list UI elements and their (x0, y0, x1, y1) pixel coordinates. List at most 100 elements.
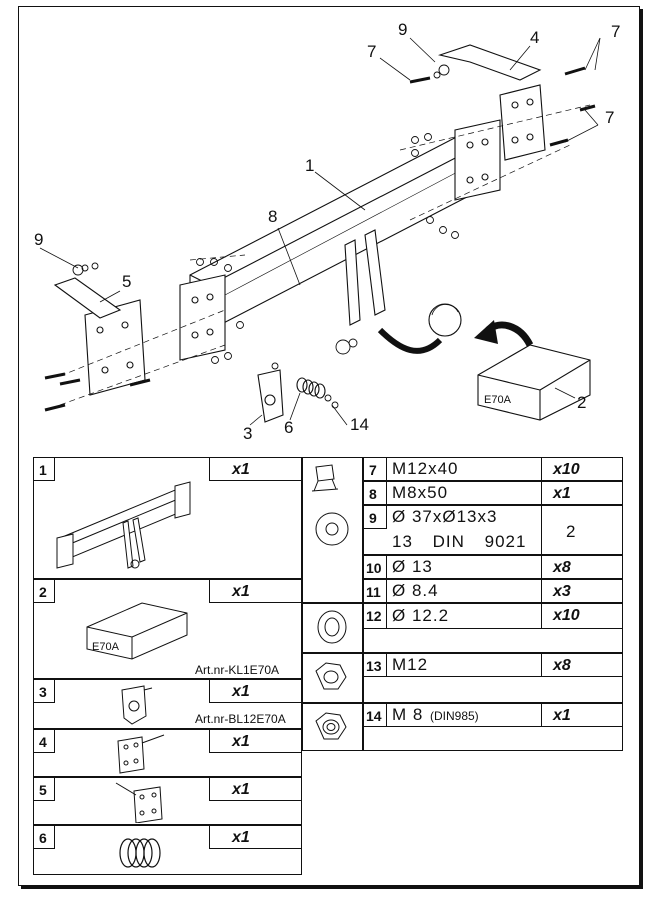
qty-cell (209, 679, 302, 703)
part-quantity: x1 (232, 461, 250, 478)
part-row-2 (33, 579, 302, 679)
hw-icon-cell-lockwasher (302, 603, 363, 653)
hw-qty-cell (541, 653, 623, 677)
hw-num-cell (363, 481, 387, 505)
callout-8: 8 (268, 207, 278, 226)
callout-6: 6 (284, 418, 294, 437)
part-quantity: x1 (232, 583, 250, 600)
part-quantity: x1 (232, 781, 250, 798)
hw-number: 8 (369, 486, 377, 502)
qty-cell (209, 729, 302, 753)
hw-number: 13 (366, 658, 382, 674)
hw-qty-cell (541, 579, 623, 603)
hw-qty-cell (541, 457, 623, 481)
qty-cell (209, 825, 302, 849)
hw-row-13-extension (363, 677, 623, 703)
hw-num-cell (363, 555, 387, 579)
hw-number: 11 (366, 584, 381, 600)
hw-number: 12 (366, 608, 382, 624)
box-thumbnail: E70A (86, 602, 188, 660)
part-number: 5 (39, 782, 47, 798)
part-row-4 (33, 729, 302, 777)
hw-spec: Ø 37xØ13x3 (392, 507, 498, 526)
hw-spec: Ø 8.4 (392, 581, 439, 600)
part-number: 3 (39, 684, 47, 700)
hw-quantity: x10 (553, 461, 580, 478)
art-number-1: Art.nr-KL1E70A (195, 663, 280, 677)
hw-num-cell (363, 457, 387, 481)
callout-7-right: 7 (605, 108, 615, 127)
hw-icon-cell-locknut (302, 703, 363, 751)
part-num-cell (33, 579, 55, 603)
hw-qty-cell (541, 481, 623, 505)
hw-num-cell (363, 505, 387, 529)
hw-quantity: x10 (553, 607, 580, 624)
qty-cell (209, 579, 302, 603)
callout-7-top-right: 7 (611, 22, 621, 41)
part-num-cell (33, 777, 55, 801)
hw-number: 14 (366, 708, 382, 724)
callout-14: 14 (350, 415, 369, 434)
crossbar (189, 129, 491, 331)
hw-spec: M12x40 (392, 459, 459, 478)
part-row-3 (33, 679, 302, 729)
hw-quantity: x8 (553, 657, 571, 674)
hw-quantity: x1 (553, 485, 571, 502)
hw-row-14-extension (363, 727, 623, 751)
hw-qty-cell (541, 603, 623, 629)
hw-qty-cell (541, 505, 623, 555)
part-number: 6 (39, 830, 47, 846)
part-num-cell (33, 825, 55, 849)
callout-3: 3 (243, 424, 253, 443)
part-number: 4 (39, 734, 47, 750)
hw-quantity: x8 (553, 559, 571, 576)
part-row-5 (33, 777, 302, 825)
callout-9-left: 9 (34, 230, 44, 249)
hw-spec: M12 (392, 655, 429, 674)
part-quantity: x1 (232, 683, 250, 700)
bracket-5-thumbnail (115, 782, 163, 823)
hw-spec: Ø 12.2 (392, 606, 450, 625)
hw-quantity: x3 (553, 583, 571, 600)
hw-spec: M 8 (392, 705, 424, 724)
callout-4: 4 (530, 28, 540, 47)
part-num-cell (33, 729, 55, 753)
hw-qty-cell (541, 703, 623, 727)
hw-spec: Ø 13 (392, 557, 433, 576)
part-num-cell (33, 679, 55, 703)
bracket-4-thumbnail (117, 734, 165, 774)
part-quantity: x1 (232, 733, 250, 750)
hw-num-cell (363, 579, 387, 603)
hw-num-cell (363, 703, 387, 727)
part-row-1 (33, 457, 302, 579)
callout-7-top: 7 (367, 42, 377, 61)
crossbar-thumbnail (56, 481, 191, 569)
box-label: E70A (92, 641, 120, 653)
spring-thumbnail (119, 838, 161, 868)
qty-cell (209, 457, 302, 481)
hw-spec-line2: 13 DIN 9021 (392, 532, 527, 551)
hw-number: 7 (369, 462, 377, 478)
washers-nuts (72, 64, 459, 409)
hw-qty-cell (541, 555, 623, 579)
callout-9-top: 9 (398, 20, 408, 39)
part-number: 2 (39, 584, 47, 600)
hw-spec-note: (DIN985) (430, 709, 479, 723)
hw-num-cell (363, 653, 387, 677)
exploded-view: E70A (39, 37, 601, 426)
hw-number: 9 (369, 510, 377, 526)
callout-1: 1 (305, 156, 315, 175)
part-row-6 (33, 825, 302, 875)
callout-2: 2 (577, 393, 587, 412)
hw-quantity: 2 (566, 522, 576, 541)
art-number-3: Art.nr-BL12E70A (195, 712, 286, 726)
hw-spec: M8x50 (392, 483, 449, 502)
hw-icon-cell-nut (302, 653, 363, 703)
callout-5: 5 (122, 272, 132, 291)
part-quantity: x1 (232, 829, 250, 846)
socket-plate-thumbnail (121, 685, 153, 725)
hw-quantity: x1 (553, 707, 571, 724)
hw-number: 10 (366, 560, 382, 576)
hw-icons (311, 464, 349, 740)
hw-row-12-extension (363, 629, 623, 653)
